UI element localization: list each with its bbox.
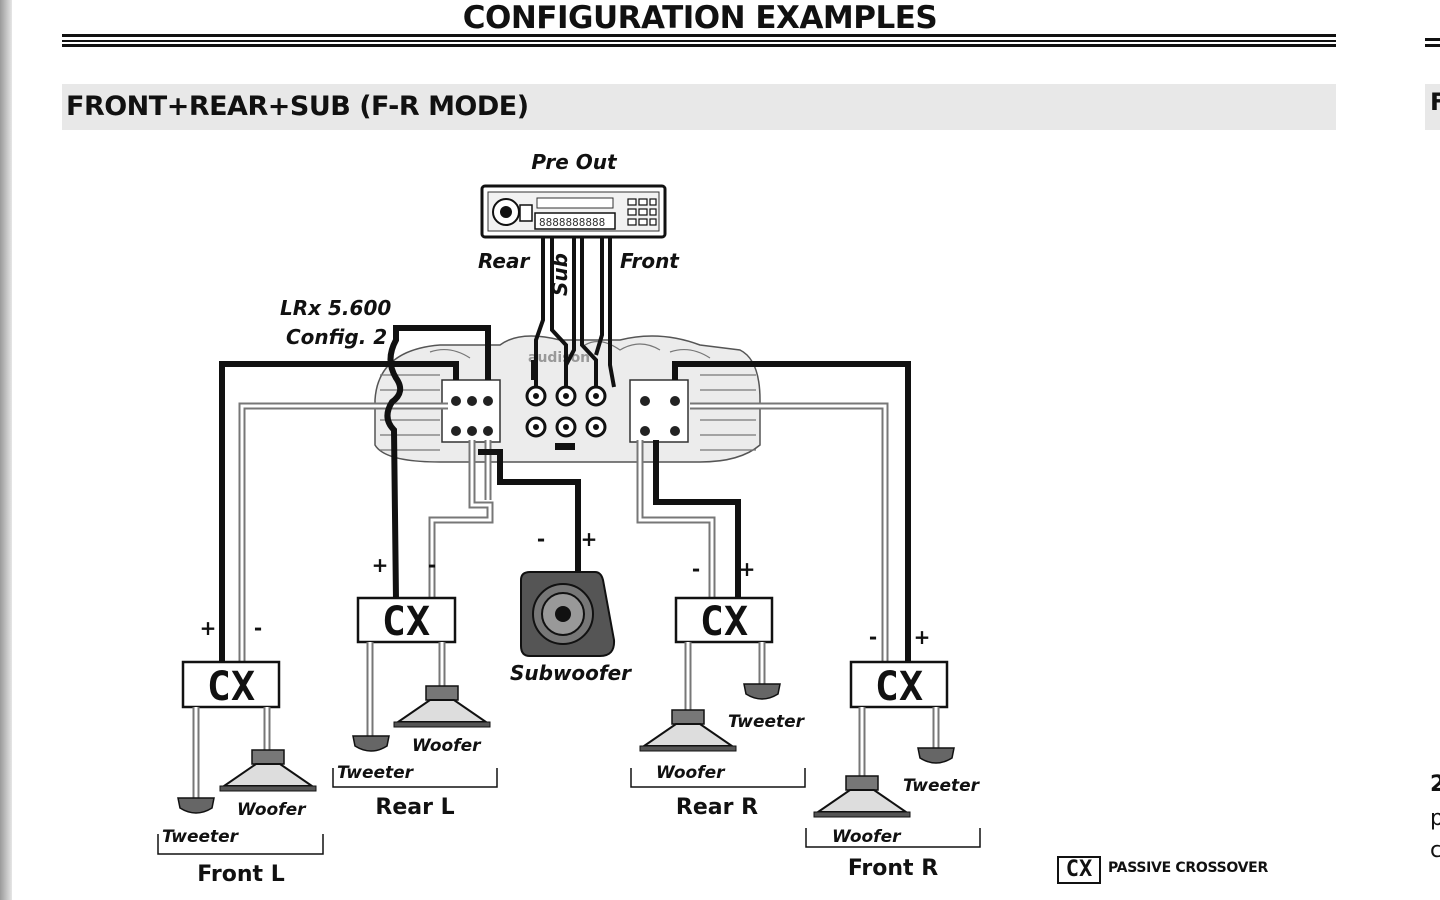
tweeter-label: Tweeter: [728, 712, 806, 732]
polarity-minus: -: [254, 616, 262, 640]
front-channel-label: Front: [620, 249, 680, 273]
legend-text: PASSIVE CROSSOVER: [1108, 860, 1268, 876]
amp-brand-logo: audison: [528, 350, 590, 366]
polarity-minus: -: [428, 553, 436, 577]
tweeter-front-left: [177, 797, 215, 814]
polarity-plus: +: [372, 553, 389, 577]
group-label-rear-left: Rear L: [375, 795, 454, 820]
amp-model-label: LRx 5.600: [280, 296, 391, 320]
polarity-plus: +: [581, 527, 598, 551]
page-title: CONFIGURATION EXAMPLES: [462, 0, 938, 36]
polarity-plus: +: [200, 616, 217, 640]
tweeter-label: Tweeter: [162, 827, 240, 847]
next-page-section-bar: [1425, 84, 1440, 130]
section-title: FRONT+REAR+SUB (F-R MODE): [66, 91, 529, 122]
rca-cables: [531, 237, 616, 388]
woofer-rear-left: [393, 685, 491, 728]
tweeter-label: Tweeter: [337, 763, 415, 783]
amp-config-label: Config. 2: [286, 325, 387, 349]
next-page-rule: [1425, 38, 1440, 41]
tweeter-front-right: [917, 747, 955, 764]
woofer-label: Woofer: [412, 736, 482, 756]
svg-text:CX: CX: [700, 599, 748, 645]
next-page-rule: [1425, 44, 1440, 47]
pre-out-label: Pre Out: [531, 150, 618, 174]
svg-text:CX: CX: [382, 599, 430, 645]
amplifier: audison: [374, 335, 761, 463]
headunit-display: 8888888888: [539, 216, 605, 229]
crossover-rear-right: CX: [674, 596, 774, 645]
sub-channel-label: Sub: [548, 253, 572, 296]
polarity-minus: -: [869, 625, 877, 649]
title-rule: [62, 44, 1336, 47]
svg-text:CX: CX: [875, 664, 923, 710]
woofer-front-left: [219, 749, 317, 792]
rear-channel-label: Rear: [478, 249, 530, 273]
subwoofer-label: Subwoofer: [510, 661, 632, 685]
next-page-fragment: F: [1430, 88, 1440, 116]
head-unit: 8888888888: [480, 184, 667, 239]
group-label-front-left: Front L: [197, 862, 284, 887]
polarity-plus: +: [739, 557, 756, 581]
next-page-fragment: c: [1430, 838, 1440, 863]
woofer-label: Woofer: [237, 800, 307, 820]
polarity-plus: +: [914, 625, 931, 649]
crossover-rear-left: CX: [356, 596, 457, 645]
title-rule: [62, 34, 1336, 37]
woofer-label: Woofer: [832, 827, 902, 847]
tweeter-label: Tweeter: [903, 776, 981, 796]
page-edge-strip: [0, 0, 12, 900]
tweeter-rear-right: [743, 683, 781, 700]
woofer-label: Woofer: [656, 763, 726, 783]
subwoofer: [520, 571, 616, 657]
section-header-bar: [62, 84, 1336, 130]
group-brackets: [157, 768, 981, 855]
polarity-minus: -: [692, 557, 700, 581]
tweeter-rear-left: [352, 735, 390, 752]
crossover-front-right: CX: [849, 660, 949, 710]
legend-cx-symbol: CX: [1057, 856, 1101, 884]
next-page-fragment: 2: [1430, 772, 1440, 797]
woofer-front-right: [813, 775, 911, 818]
polarity-minus: -: [537, 527, 545, 551]
group-label-front-right: Front R: [848, 856, 938, 881]
title-rule: [62, 40, 1336, 42]
crossover-front-left: CX: [181, 660, 281, 710]
next-page-fragment: p: [1430, 806, 1440, 831]
group-label-rear-right: Rear R: [676, 795, 758, 820]
woofer-rear-right: [639, 709, 737, 752]
svg-text:CX: CX: [207, 664, 255, 710]
